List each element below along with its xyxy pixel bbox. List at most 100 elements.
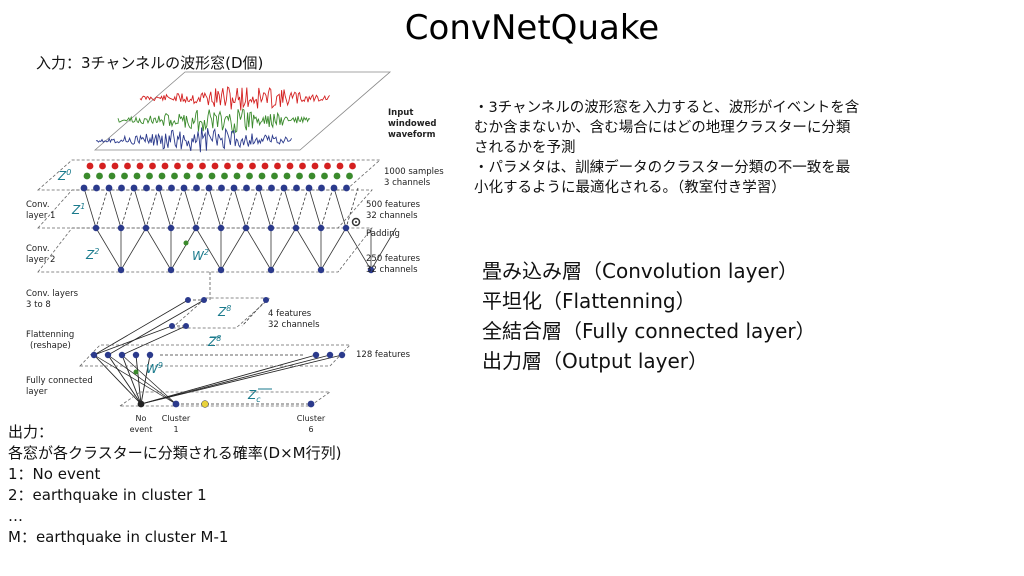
node-input-blue [205, 184, 213, 192]
edge-conv1-dashed [245, 187, 259, 229]
node-cluster1 [172, 400, 180, 408]
node-conv8 [201, 297, 207, 303]
edge-conv1 [108, 187, 122, 229]
symbol-z8-flat: Z8 [207, 334, 221, 349]
label-samples-b: 3 channels [384, 178, 431, 188]
node-input-blue [155, 184, 163, 192]
node-input-green [321, 172, 328, 180]
node-cluster6 [307, 400, 315, 408]
edge-z8 [241, 299, 267, 327]
edge-conv1 [333, 187, 347, 229]
node-input-red [136, 162, 144, 170]
node-conv8 [263, 297, 269, 303]
edge-conv2 [320, 227, 347, 271]
label-fc-a: Fully connected [26, 376, 93, 386]
label-no-event-b: event [130, 425, 153, 434]
edge-conv1-dashed [220, 187, 234, 229]
label-f4-b: 32 channels [268, 320, 320, 330]
layer-item-fully-connected: 全結合層（Fully connected layer） [482, 319, 816, 343]
node-input-blue [105, 184, 113, 192]
edge-conv1 [158, 187, 172, 229]
node-input-red [99, 162, 106, 170]
label-f128: 128 features [356, 350, 411, 360]
symbol-z1: Z1 [71, 202, 85, 217]
node-no-event [137, 400, 145, 408]
node-input-red [174, 162, 181, 170]
symbol-w2: W2 [192, 248, 209, 263]
label-cluster1-b: 1 [173, 425, 178, 434]
node-weight-w2 [183, 240, 189, 246]
node-conv1 [167, 224, 175, 232]
description-line: ・パラメタは、訓練データのクラスター分類の不一致を最 [474, 160, 851, 176]
node-input-blue [93, 184, 100, 192]
node-conv2 [117, 266, 125, 274]
label-f250-b: 32 channels [366, 265, 418, 275]
node-input-green [196, 172, 203, 180]
symbol-z8: Z8 [217, 304, 231, 319]
edge-fc [121, 354, 142, 405]
edge-fc [121, 354, 177, 405]
label-f500-b: 32 channels [366, 211, 418, 221]
node-input-red [186, 162, 194, 170]
layer-list: 畳み込み層（Convolution layer） 平坦化（Flattenning… [482, 256, 816, 376]
label-padding: Padding [366, 229, 400, 239]
node-flatten [146, 351, 154, 359]
node-input-green [233, 172, 241, 180]
node-conv1 [117, 224, 125, 232]
output-line: 1：No event [8, 465, 101, 483]
edge-conv2 [270, 227, 297, 271]
node-conv1 [242, 224, 250, 232]
label-input-c: waveform [388, 130, 436, 140]
edge-conv1 [183, 187, 197, 229]
edge-fc [140, 354, 151, 405]
node-input-green [183, 172, 191, 180]
waveform-red [139, 86, 330, 111]
gear-icon [351, 217, 361, 227]
node-input-red [86, 162, 94, 170]
node-conv8 [185, 297, 191, 303]
label-no-event-a: No [136, 414, 147, 423]
label-cluster6-a: Cluster [297, 414, 326, 423]
node-input-blue [280, 184, 288, 192]
node-flatten [118, 351, 126, 359]
node-input-red [199, 162, 206, 170]
node-input-blue [255, 184, 263, 192]
edge-conv1 [283, 187, 297, 229]
node-flatten [90, 351, 98, 359]
node-conv8 [183, 323, 189, 329]
node-flatten [132, 351, 140, 359]
label-conv2-a: Conv. [26, 244, 50, 254]
node-input-red [311, 162, 319, 170]
edge-fc [93, 354, 142, 405]
node-input-blue [268, 184, 275, 192]
edge-conv1-dashed [295, 187, 309, 229]
node-conv1 [292, 224, 300, 232]
node-input-blue [193, 184, 200, 192]
edge-fc [140, 354, 317, 405]
node-input-green [133, 172, 141, 180]
output-line: … [8, 507, 23, 525]
description-line: 小化するように最適化される。（教室付き学習） [474, 180, 786, 196]
edge-conv1 [233, 187, 247, 229]
node-input-blue [243, 184, 250, 192]
output-description: 出力： 各窓が各クラスターに分類される確率(D×M行列) 1：No event … [8, 422, 341, 548]
node-input-red [124, 162, 131, 170]
node-input-green [271, 172, 278, 180]
edge-conv1-dashed [270, 187, 284, 229]
label-cluster6-b: 6 [308, 425, 313, 434]
node-input-red [274, 162, 281, 170]
node-conv1 [342, 224, 350, 232]
edge-fc [93, 354, 177, 405]
plane-output [118, 391, 332, 407]
symbol-zc: Zc [247, 388, 261, 404]
description: ・3チャンネルの波形窓を入力すると、波形がイベントを含 むか含まないか、含む場合… [474, 98, 994, 198]
node-conv1 [92, 224, 100, 232]
edge-conv1-dashed [195, 187, 209, 229]
node-input-green [221, 172, 228, 180]
label-input-b: windowed [388, 119, 436, 129]
label-conv1-b: layer 1 [26, 211, 55, 221]
node-input-blue [168, 184, 175, 192]
node-input-blue [330, 184, 338, 192]
label-conv2-b: layer 2 [26, 255, 55, 265]
node-input-blue [343, 184, 350, 192]
